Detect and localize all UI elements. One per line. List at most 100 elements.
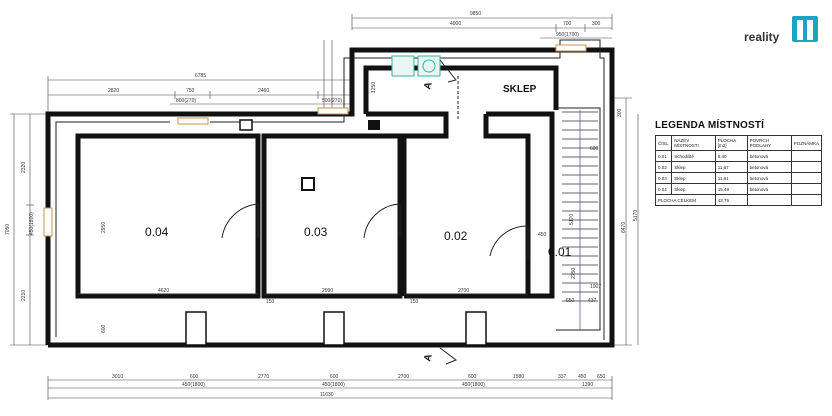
brand-logo: reality	[744, 14, 824, 48]
room-legend: LEGENDA MÍSTNOSTÍ ČÍSL. NÁZEV MÍSTNOSTI …	[654, 120, 823, 206]
legend-cell	[790, 161, 823, 173]
legend-cell: Schodiště	[671, 150, 716, 162]
dim-r-150b: 150	[410, 299, 419, 305]
table-row: 0.04 Sklep 15,48 betonová	[654, 183, 823, 195]
doors	[221, 203, 529, 258]
walls	[45, 39, 615, 348]
legend-cell: betonová	[746, 150, 792, 162]
legend-cell	[790, 150, 823, 162]
dim-right-1: 6470	[621, 222, 627, 233]
dim-room-02-w: 2700	[458, 288, 469, 294]
dim-bottom-1c: 2770	[258, 374, 269, 380]
dim-top-3a: 950(1700)	[556, 32, 579, 38]
legend-cell: 0.03	[654, 172, 673, 184]
legend-header-row: ČÍSL. NÁZEV MÍSTNOSTI PLOCHA [m2] POVRCH…	[654, 135, 823, 151]
dim-bottom-2c: 450(1800)	[462, 382, 485, 388]
dim-bottom-1j: 650	[597, 374, 606, 380]
dim-left-2b: 450(1800)	[29, 212, 35, 235]
table-row: 0.03 Sklep 11,81 betonová	[654, 172, 823, 184]
table-row: PLOCHA CELKEM 43,76	[655, 194, 823, 206]
dim-r-600: 600	[101, 324, 107, 333]
legend-cell: 5,40	[714, 150, 748, 162]
legend-cell: betonová	[746, 161, 792, 173]
legend-cell: betonová	[746, 172, 792, 184]
dim-r-1007: 1007	[590, 284, 601, 290]
section-marks: A A	[422, 59, 459, 365]
dim-top-5c: 2460	[258, 88, 269, 94]
dim-top-5a: 2820	[108, 88, 119, 94]
legend-cell: 15,48	[714, 183, 748, 195]
dim-bottom-1i: 450	[578, 374, 587, 380]
legend-header-number: ČÍSL.	[654, 135, 673, 151]
legend-cell	[790, 183, 823, 195]
dim-r-1250: 1250	[371, 82, 377, 93]
dim-bottom-1d: 600	[330, 374, 339, 380]
section-mark-bottom: A	[422, 353, 434, 363]
room-label-004: 0.04	[145, 225, 169, 239]
dim-bottom-3: 11630	[320, 392, 334, 398]
dim-top-5b: 750	[186, 88, 195, 94]
legend-header-note: POZNÁMKA	[790, 135, 823, 151]
legend-cell: betonová	[746, 183, 792, 195]
dim-left-1: 7050	[5, 224, 11, 235]
dim-r-450: 450	[538, 232, 547, 238]
legend-cell: 11,67	[714, 161, 748, 173]
boiler-equipment	[391, 55, 441, 77]
legend-total-label: PLOCHA CELKEM	[655, 194, 716, 206]
section-mark-top: A	[422, 81, 434, 91]
dim-bottom-2b: 450(1800)	[322, 382, 345, 388]
dim-top-2a: 4900	[450, 21, 461, 27]
legend-cell: 0.01	[654, 150, 673, 162]
dim-room-04-w: 4620	[158, 288, 169, 294]
dim-r-650: 650	[566, 298, 575, 304]
table-row: 0.01 Schodiště 5,40 betonová	[654, 150, 823, 162]
dim-room-03-w: 2990	[322, 288, 333, 294]
room-dimensions: 4620 2950 2990 2700 150 150 600 450 437 …	[78, 82, 601, 333]
room-labels: 0.04 0.03 0.02 0.01 SKLEP	[145, 84, 572, 259]
room-label-sklep: SKLEP	[503, 84, 537, 95]
dim-top-1: 9850	[470, 11, 481, 17]
legend-total-value: 43,76	[714, 194, 748, 206]
dim-bottom-1b: 600	[190, 374, 199, 380]
windows	[43, 44, 587, 237]
top-dimensions: 9850 4900 700 300 950(1700) 6785 2820 75…	[47, 11, 613, 114]
table-row: 0.02 Sklep 11,67 betonová	[654, 161, 823, 173]
legend-title: LEGENDA MÍSTNOSTÍ	[655, 120, 765, 131]
staircase	[562, 110, 598, 330]
right-dimensions: 6470 5170 300	[614, 97, 639, 346]
chimneys	[239, 119, 380, 191]
dim-top-2b: 700	[563, 21, 572, 27]
dim-bottom-1e: 2700	[398, 374, 409, 380]
dim-bottom-1g: 1580	[513, 374, 524, 380]
dim-r-2750: 2750	[571, 268, 577, 279]
dim-r-437: 437	[588, 298, 597, 304]
legend-cell: Sklep	[671, 161, 716, 173]
dim-bottom-1h: 337	[558, 374, 567, 380]
left-dimensions: 7050 2320 450(1800) 2210	[5, 113, 48, 346]
legend-cell: 0.04	[654, 183, 673, 195]
legend-cell: Sklep	[671, 183, 716, 195]
light-wells	[185, 311, 487, 346]
dim-bottom-2a: 450(1800)	[182, 382, 205, 388]
room-label-001: 0.01	[548, 245, 572, 259]
dim-left-2a: 2320	[21, 162, 27, 173]
dim-left-2c: 2210	[21, 290, 27, 301]
brand-name: reality	[744, 30, 780, 44]
dim-right-2: 5170	[633, 210, 639, 221]
dim-bottom-1f: 600	[468, 374, 477, 380]
dim-bottom-2d: 1390	[582, 382, 593, 388]
legend-cell: Sklep	[671, 172, 716, 184]
reality-logo-icon	[792, 16, 818, 42]
legend-cell: 0.02	[654, 161, 673, 173]
legend-cell: 11,81	[714, 172, 748, 184]
dim-r-600b: 600	[590, 146, 599, 152]
dim-r-5170: 5170	[569, 214, 575, 225]
dim-top-2c: 300	[592, 21, 601, 27]
legend-header-area: PLOCHA [m2]	[714, 135, 748, 151]
room-label-003: 0.03	[304, 225, 328, 239]
dim-r-300: 300	[617, 108, 623, 117]
dim-top-4a: 6785	[195, 73, 206, 79]
dim-room-04-h: 2950	[101, 222, 107, 233]
dim-r-150a: 150	[266, 299, 275, 305]
